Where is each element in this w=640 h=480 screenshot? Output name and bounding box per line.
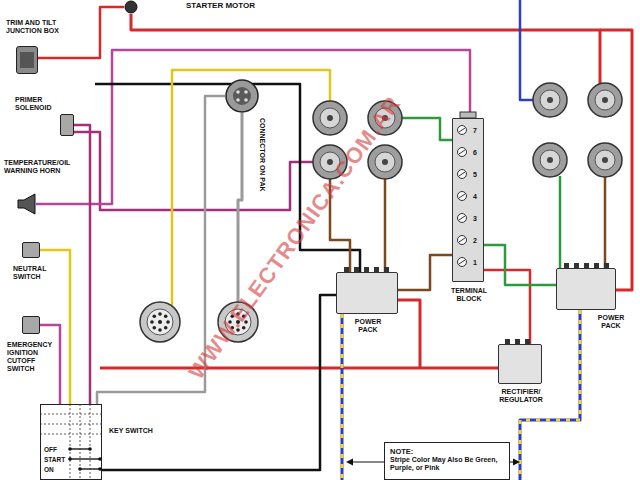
wire [484, 270, 530, 344]
component-label: RECTIFIER/ REGULATOR [495, 388, 547, 404]
rectifier-regulator: RECTIFIER/ REGULATOR [498, 344, 542, 384]
blue-wire [520, 0, 533, 100]
key-switch-dots [68, 447, 102, 471]
switch-position: ON [44, 466, 54, 473]
wire [40, 325, 60, 404]
terminal-block: TERMINAL BLOCK7654321 [452, 118, 484, 282]
power-pack: POWER PACK [336, 272, 398, 314]
red-wire [398, 300, 420, 368]
component-label: KEY SWITCH [109, 427, 153, 435]
purple-wire [36, 50, 470, 204]
power-pack: POWER PACK [556, 268, 616, 310]
brown-wire [604, 177, 607, 268]
wire [484, 245, 556, 285]
terminal-number: 4 [473, 193, 477, 201]
red-wire [100, 367, 498, 370]
component-label: POWER PACK [348, 318, 388, 334]
watermark: WWW.ELECTRONICA.COM.AR [184, 91, 407, 384]
eight-pin-connector [140, 302, 180, 342]
brown-wire [384, 179, 387, 272]
pak-connector: CONNECTOR ON PAK [225, 79, 259, 113]
terminal-number: 6 [473, 149, 477, 157]
key-switch-grid [40, 404, 102, 480]
purple-wire [74, 132, 313, 210]
terminal-number: 1 [473, 259, 477, 267]
junction-box: TRIM AND TILT JUNCTION BOX [16, 46, 38, 74]
component-label: STARTER MOTOR [186, 1, 255, 10]
terminal-screws [458, 112, 477, 267]
component-label: TRIM AND TILT JUNCTION BOX [6, 19, 74, 35]
wire [398, 255, 452, 290]
black-wire [95, 84, 360, 272]
ignition-coil [313, 101, 347, 135]
note-arrowhead [513, 459, 520, 466]
terminal-number: 7 [473, 127, 477, 135]
terminal-number: 3 [473, 215, 477, 223]
ignition-coil [588, 143, 622, 177]
component-label: PRIMER SOLENOID [15, 96, 61, 112]
terminal-number: 2 [473, 237, 477, 245]
green-wire [402, 118, 452, 140]
pak-connector-outline [225, 79, 259, 113]
starter-motor-outline [124, 0, 138, 14]
component-label: CONNECTOR ON PAK [258, 118, 266, 192]
note-leader [352, 462, 384, 463]
switch-position: OFF [44, 446, 57, 453]
ignition-coil [533, 83, 567, 117]
wire [74, 125, 90, 404]
note-text: Stripe Color May Also Be Green, Purple, … [390, 456, 504, 473]
neutral-switch: NEUTRAL SWITCH [22, 242, 40, 258]
wire-stripe [341, 314, 344, 480]
note-box: NOTE:Stripe Color May Also Be Green, Pur… [384, 442, 510, 480]
component-label: EMERGENCY IGNITION CUTOFF SWITCH [7, 341, 57, 373]
warning-horn-outline [18, 194, 36, 214]
primer-solenoid: PRIMER SOLENOID [60, 114, 74, 136]
switch-position: START [44, 456, 65, 463]
component-label: TERMINAL BLOCK [445, 287, 493, 303]
ignition-coil [588, 83, 622, 117]
note-heading: NOTE: [390, 447, 504, 456]
component-label: NEUTRAL SWITCH [13, 265, 65, 281]
ignition-coil [533, 143, 567, 177]
green-wire [559, 176, 562, 268]
component-label: POWER PACK [591, 314, 631, 330]
striped-wire [341, 314, 344, 480]
wire [40, 250, 70, 404]
yellow-wire [172, 70, 330, 306]
terminal-number: 5 [473, 171, 477, 179]
key-switch: KEY SWITCHOFFSTARTON [40, 404, 102, 480]
starter-motor: STARTER MOTOR [124, 0, 138, 14]
note-arrowhead [346, 459, 353, 466]
warning-horn: TEMPERATURE/OIL WARNING HORN [18, 194, 36, 214]
gray-wire [238, 113, 242, 302]
cutoff-switch: EMERGENCY IGNITION CUTOFF SWITCH [22, 316, 40, 334]
component-label: TEMPERATURE/OIL WARNING HORN [4, 159, 84, 175]
